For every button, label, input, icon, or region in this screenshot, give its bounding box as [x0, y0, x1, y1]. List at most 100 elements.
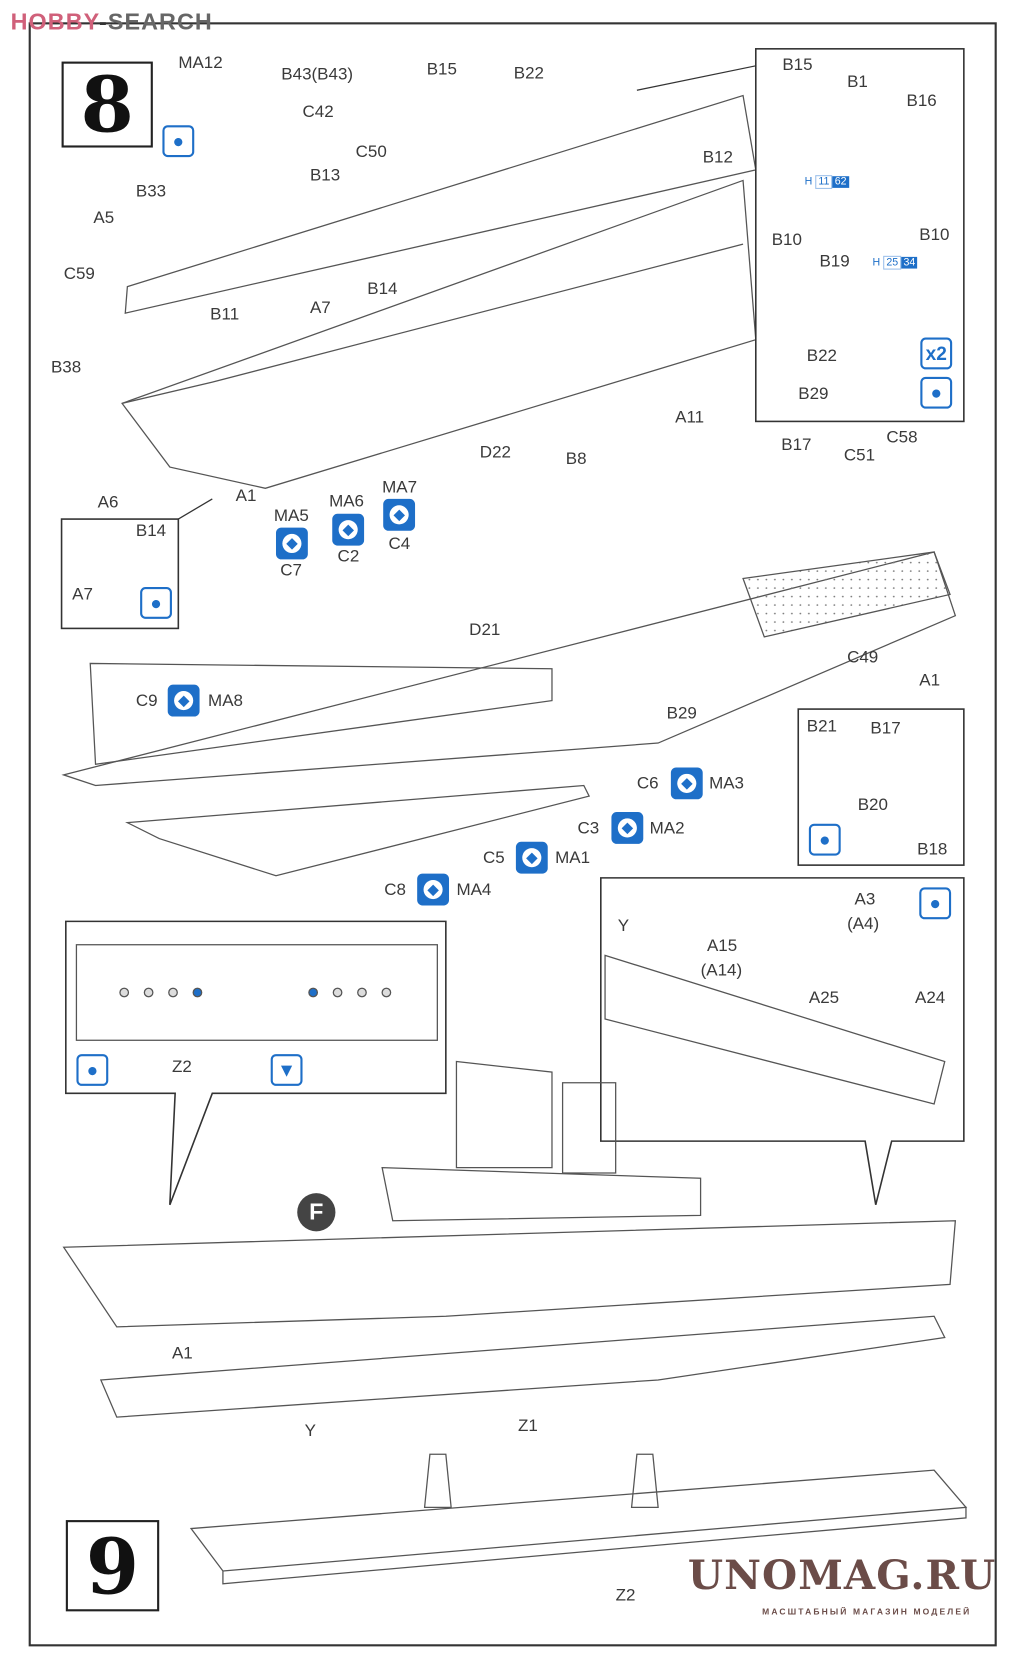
part-label: B12 — [702, 148, 733, 167]
part-label: B38 — [50, 358, 82, 377]
part-label: Y — [304, 1422, 316, 1441]
part-label: B16 — [906, 92, 937, 111]
part-label: B17 — [781, 436, 812, 455]
part-label: C8 — [384, 881, 406, 900]
part-label: A1 — [171, 1344, 193, 1363]
part-label: A1 — [235, 487, 257, 506]
decal-icon: ◆ — [670, 767, 703, 800]
part-label: B33 — [135, 182, 167, 201]
part-label: A7 — [309, 299, 331, 318]
decal-icon: ◆ — [167, 684, 200, 717]
part-label: MA2 — [649, 819, 685, 838]
inset-stern-frame — [600, 877, 965, 1205]
part-label: B43(B43) — [281, 65, 354, 84]
paint-icon: ● — [808, 823, 841, 856]
part-label: B19 — [819, 252, 850, 271]
part-label: C42 — [302, 102, 334, 122]
step-9-number: 9 — [65, 1520, 160, 1612]
part-label: C59 — [63, 265, 95, 284]
decal-icon: ◆ — [275, 527, 308, 560]
decal-icon: ◆ — [515, 841, 548, 874]
part-label: A11 — [675, 408, 705, 427]
part-label: C4 — [388, 534, 411, 554]
part-label: C3 — [577, 819, 600, 838]
inset-b21-frame — [797, 708, 965, 866]
part-label: MA4 — [456, 881, 492, 900]
part-label: B10 — [919, 226, 950, 245]
display-base-top — [75, 944, 438, 1041]
cement-icon: ▼ — [270, 1054, 303, 1086]
part-label: B22 — [513, 64, 544, 83]
part-label: C2 — [337, 547, 360, 566]
part-label: MA7 — [382, 478, 418, 497]
decal-icon: ◆ — [383, 498, 416, 531]
stern-hull — [604, 954, 946, 1105]
bow-hull — [121, 179, 757, 489]
stands — [423, 1453, 659, 1508]
part-label: A24 — [915, 989, 946, 1008]
part-label: B14 — [367, 280, 398, 299]
inset-turret-frame — [754, 48, 965, 423]
part-label: C7 — [280, 561, 302, 580]
side-panel — [125, 784, 591, 877]
part-label: B20 — [857, 796, 888, 815]
part-label: MA3 — [709, 774, 745, 793]
part-label: B21 — [806, 717, 837, 736]
lower-hull — [99, 1315, 946, 1418]
part-label: B15 — [426, 60, 457, 79]
paint-icon: ● — [76, 1054, 109, 1086]
part-label: C5 — [482, 849, 505, 868]
hull-line — [121, 243, 744, 404]
part-label: B8 — [565, 450, 587, 469]
part-label: A7 — [72, 585, 93, 604]
part-label: C58 — [886, 428, 918, 447]
part-label: B29 — [798, 385, 829, 404]
decal-icon: ◆ — [611, 812, 644, 844]
part-label: B11 — [210, 305, 240, 324]
part-label: B15 — [782, 56, 813, 75]
part-label: C9 — [135, 692, 158, 711]
part-label: B14 — [135, 522, 167, 541]
page-border — [28, 22, 997, 1647]
part-label: B13 — [309, 166, 341, 185]
inset-b14-frame — [60, 518, 180, 630]
paint-icon: ● — [162, 125, 195, 158]
part-label: Y — [617, 917, 630, 936]
part-label: C51 — [843, 446, 876, 465]
part-label: B18 — [917, 840, 948, 859]
hobby-search-watermark: HOBBY-SEARCH — [10, 8, 213, 36]
inset-pointer — [178, 498, 213, 520]
part-label: (A14) — [700, 961, 743, 980]
decal-icon: ◆ — [332, 513, 365, 546]
part-label: A3 — [854, 890, 876, 909]
part-label: B17 — [870, 719, 901, 738]
part-label: B1 — [847, 73, 868, 92]
paint-icon: ● — [140, 587, 172, 619]
deck-grating — [742, 551, 951, 638]
part-label: (A4) — [847, 915, 880, 934]
part-label: B10 — [771, 231, 802, 250]
part-label: Z1 — [518, 1417, 538, 1436]
main-hull-deck — [62, 1220, 957, 1328]
part-label: B29 — [666, 704, 697, 723]
step-8-number: 8 — [61, 59, 153, 150]
part-label: C50 — [355, 143, 387, 162]
part-label: MA6 — [329, 492, 364, 511]
inset-z2-frame — [65, 920, 447, 1206]
part-label: D21 — [469, 620, 501, 640]
decal-icon: ◆ — [417, 873, 450, 906]
paint-icon: ● — [920, 376, 953, 409]
part-label: C49 — [847, 648, 879, 667]
part-label: A15 — [706, 937, 738, 956]
part-label: MA1 — [555, 849, 591, 868]
subassembly-f-marker: F — [297, 1193, 336, 1232]
part-label: A6 — [97, 493, 119, 512]
part-label: MA12 — [178, 54, 223, 73]
paint-icon: ● — [919, 887, 952, 920]
unomag-watermark-subtitle: МАСШТАБНЫЙ МАГАЗИН МОДЕЛЕЙ — [762, 1607, 972, 1617]
bow-deck — [124, 94, 757, 314]
